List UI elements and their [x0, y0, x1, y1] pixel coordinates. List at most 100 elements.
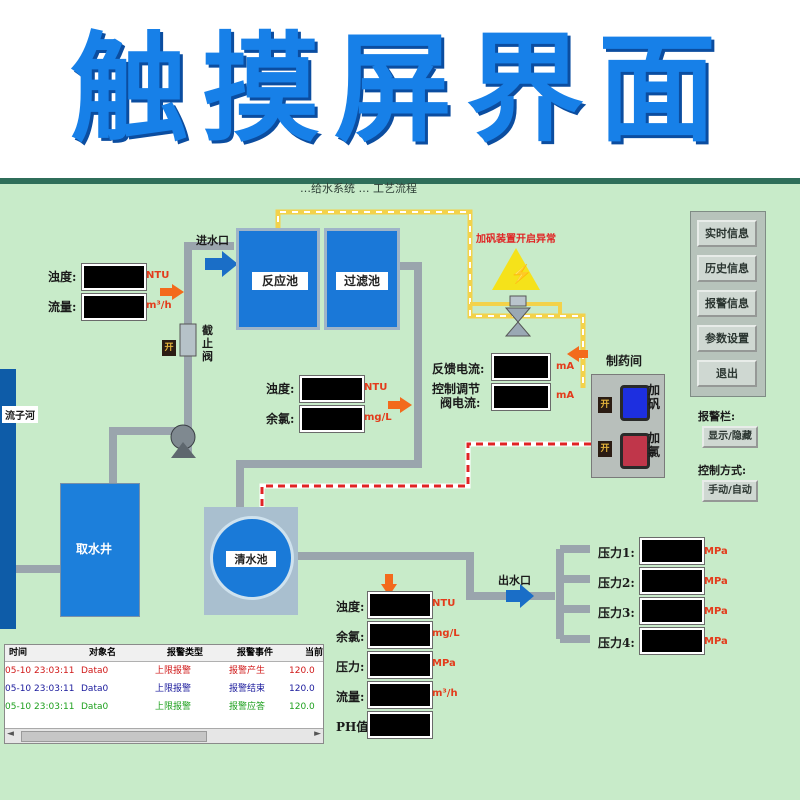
outlet-turbidity-display [368, 592, 432, 618]
chlorine-open-indicator[interactable]: 开 [598, 441, 612, 457]
control-current-label-2: 阀电流: [440, 396, 481, 410]
pressure-2-unit: MPa [704, 576, 728, 587]
alarm-caption: 加矾装置开启异常 [476, 234, 556, 245]
outlet-ph-label: PH值: [336, 720, 373, 734]
hmi-screen: …给水系统 … 工艺流程 [0, 178, 800, 800]
outlet-turbidity-label: 浊度: [336, 600, 365, 614]
row-object: Data0 [81, 702, 109, 712]
manual-auto-button[interactable]: 手动/自动 [702, 480, 758, 502]
outlet-ph-display [368, 712, 432, 738]
scroll-right-icon[interactable]: ► [314, 729, 321, 739]
table-row[interactable]: 05-10 23:03:11 Data0 上限报警 报警产生 120.0 [5, 663, 323, 679]
inlet-flow-label: 流量: [48, 300, 77, 314]
outlet-pressure-label: 压力: [336, 660, 365, 674]
feedback-current-label: 反馈电流: [432, 362, 485, 376]
inlet-flow-unit: m³/h [146, 300, 172, 311]
scroll-left-icon[interactable]: ◄ [7, 729, 14, 739]
header-alarm-type: 报警类型 [167, 648, 204, 658]
row-time: 05-10 23:03:11 [5, 684, 75, 694]
warning-triangle-icon [492, 248, 540, 290]
row-value: 120.0 [289, 684, 315, 694]
filter-tank-label: 过滤池 [336, 272, 388, 290]
inlet-flow-display [82, 294, 146, 320]
screen-title: …给水系统 … 工艺流程 [300, 182, 417, 195]
header-time: 时间 [9, 648, 28, 658]
outlet-turbidity-unit: NTU [432, 598, 456, 609]
table-row[interactable]: 05-10 23:03:11 Data0 上限报警 报警结束 120.0 [5, 681, 323, 697]
outlet-flow-unit: m³/h [432, 688, 458, 699]
intake-well-label: 取水井 [76, 542, 113, 556]
row-event: 报警产生 [229, 666, 266, 676]
row-type: 上限报警 [155, 702, 192, 712]
alum-open-indicator[interactable]: 开 [598, 397, 612, 413]
reaction-tank-label: 反应池 [252, 272, 308, 290]
history-info-button[interactable]: 历史信息 [697, 255, 757, 282]
banner-title: 触摸屏界面 [69, 20, 730, 158]
clear-tank-label: 清水池 [226, 551, 276, 567]
outlet-chlorine-display [368, 622, 432, 648]
alarm-info-button[interactable]: 报警信息 [697, 290, 757, 317]
pressure-1-unit: MPa [704, 546, 728, 557]
realtime-info-button[interactable]: 实时信息 [697, 220, 757, 247]
pressure-3-display [640, 598, 704, 624]
pressure-2-display [640, 568, 704, 594]
outlet-flow-display [368, 682, 432, 708]
inlet-turbidity-unit: NTU [146, 270, 170, 281]
pressure-4-label: 压力4: [598, 636, 635, 650]
filter-turbidity-unit: NTU [364, 382, 388, 393]
outlet-pressure-unit: MPa [432, 658, 456, 669]
outlet-flow-label: 流量: [336, 690, 365, 704]
lightning-icon: ⚡ [510, 264, 533, 285]
pressure-4-display [640, 628, 704, 654]
pressure-1-display [640, 538, 704, 564]
feedback-current-unit: mA [556, 361, 575, 372]
row-type: 上限报警 [155, 684, 192, 694]
outlet-chlorine-label: 余氯: [336, 630, 365, 644]
row-value: 120.0 [289, 666, 315, 676]
row-type: 上限报警 [155, 666, 192, 676]
alum-tank [620, 385, 650, 421]
alarm-bar-label: 报警栏: [698, 410, 736, 423]
intake-well [60, 483, 140, 617]
river-label: 流子河 [2, 406, 38, 423]
pipe-network [16, 209, 591, 643]
chlorine-tank [620, 433, 650, 469]
outlet-pressure-display [368, 652, 432, 678]
add-alum-label: 加矾 [648, 383, 661, 411]
horizontal-scrollbar[interactable]: ◄ ► [5, 728, 323, 743]
exit-button[interactable]: 退出 [697, 360, 757, 387]
alarm-table-header: 时间 对象名 报警类型 报警事件 当前 [5, 645, 323, 662]
nav-panel: 实时信息 历史信息 报警信息 参数设置 退出 [690, 211, 766, 397]
row-object: Data0 [81, 684, 109, 694]
row-time: 05-10 23:03:11 [5, 702, 75, 712]
param-settings-button[interactable]: 参数设置 [697, 325, 757, 352]
inlet-turbidity-display [82, 264, 146, 290]
scroll-thumb[interactable] [21, 731, 207, 742]
stop-valve-label: 截止阀 [202, 324, 213, 363]
chem-room-panel: 加矾 开 加氯 开 [591, 374, 665, 478]
valve-open-indicator[interactable]: 开 [162, 340, 176, 356]
pressure-3-unit: MPa [704, 606, 728, 617]
control-mode-label: 控制方式: [698, 464, 747, 477]
control-current-label-1: 控制调节 [432, 382, 481, 396]
header-current: 当前 [305, 648, 323, 658]
add-chlorine-label: 加氯 [648, 431, 661, 459]
alarm-table[interactable]: 时间 对象名 报警类型 报警事件 当前 05-10 23:03:11 Data0… [4, 644, 324, 744]
filter-chlorine-label: 余氯: [266, 412, 295, 426]
outlet-chlorine-unit: mg/L [432, 628, 460, 639]
table-row[interactable]: 05-10 23:03:11 Data0 上限报警 报警应答 120.0 [5, 699, 323, 715]
row-value: 120.0 [289, 702, 315, 712]
filter-turbidity-label: 浊度: [266, 382, 295, 396]
row-time: 05-10 23:03:11 [5, 666, 75, 676]
outlet-label: 出水口 [498, 574, 531, 587]
filter-turbidity-display [300, 376, 364, 402]
control-current-display [492, 384, 550, 410]
show-hide-button[interactable]: 显示/隐藏 [702, 426, 758, 448]
row-event: 报警结束 [229, 684, 266, 694]
river-strip [0, 369, 16, 629]
header-alarm-event: 报警事件 [237, 648, 274, 658]
feedback-current-display [492, 354, 550, 380]
inlet-turbidity-label: 浊度: [48, 270, 77, 284]
row-object: Data0 [81, 666, 109, 676]
pressure-2-label: 压力2: [598, 576, 635, 590]
